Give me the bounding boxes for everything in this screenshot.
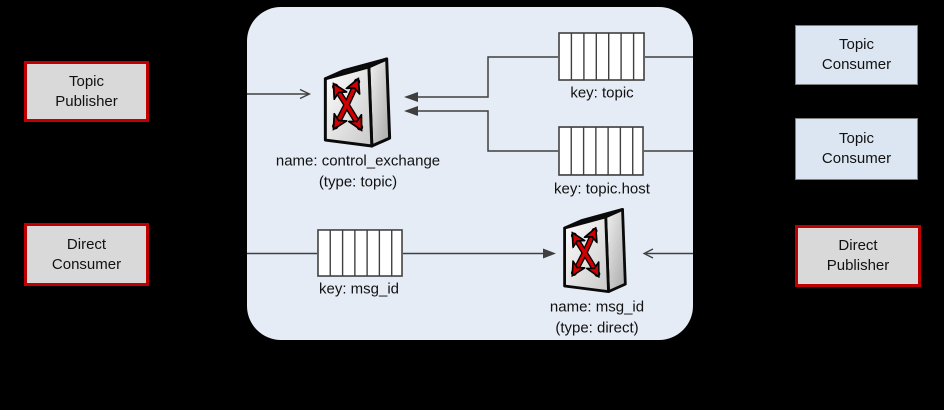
direct-consumer-box: Direct Consumer [24,223,149,286]
topic-exchange-icon [319,57,395,148]
topic-consumer-2-label-line1: Topic [838,130,875,147]
queue-msgid-label: key: msg_id [318,280,400,298]
queue-msgid-to-exchange-arrow [403,248,556,259]
queue-icon-msgid [317,229,403,277]
direct-exchange-type-label: (type: direct) [555,319,639,337]
queues-to-control-exchange-arrows [404,56,558,152]
topic-publisher-label-line2: Publisher [55,92,118,110]
direct-publisher-to-exchange-arrow [642,248,693,259]
direct-consumer-label-line1: Direct [66,235,107,253]
topic-exchange-type-label: (type: topic) [318,173,398,191]
topic-publisher-label-line1: Topic [68,72,105,90]
topic-consumer-box-1: Topic Consumer [795,25,918,85]
queue-topic-host-label: key: topic.host [554,180,650,198]
direct-exchange-name-label: name: msg_id [549,298,645,316]
topic-exchange-name-label: name: control_exchange [275,152,441,170]
direct-consumer-label-line2: Consumer [51,255,122,273]
direct-publisher-label-line1: Direct [838,237,878,254]
queue-icon-topic-host [558,126,644,176]
queue-topic-label: key: topic [570,84,634,102]
direct-publisher-box: Direct Publisher [795,225,921,287]
direct-exchange-icon [559,207,630,294]
topic-consumer-2-label-line2: Consumer [821,150,892,167]
topic-publisher-to-exchange-arrow [247,88,312,100]
topic-consumer-1-label-line2: Consumer [821,56,892,73]
topic-publisher-box: Topic Publisher [24,61,149,122]
direct-publisher-label-line2: Publisher [826,257,890,274]
topic-consumer-box-2: Topic Consumer [795,118,918,180]
topic-consumer-1-label-line1: Topic [838,36,875,53]
queue-icon-topic [558,32,645,81]
